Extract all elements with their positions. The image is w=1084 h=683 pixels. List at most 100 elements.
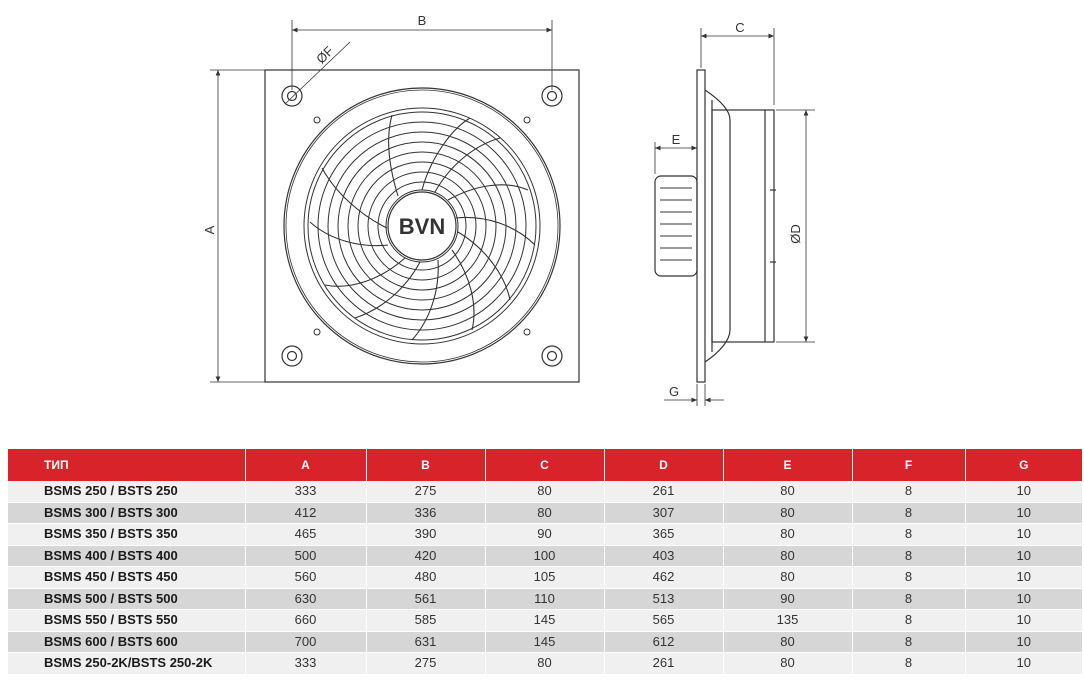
corner-holes [281,85,563,367]
cell-d: 462 [604,566,724,589]
side-plate [696,69,706,383]
header-f: F [852,449,966,481]
cell-g: 10 [965,523,1082,546]
cell-f: 8 [852,609,966,632]
cell-d: 261 [604,481,724,503]
dim-g-label: G [669,384,679,399]
cell-c: 80 [485,652,605,675]
dim-a [210,69,265,383]
dim-d-label: ØD [788,224,803,244]
cell-b: 631 [366,631,486,653]
cell-f: 8 [852,481,966,503]
cell-c: 110 [485,588,605,610]
cell-c: 145 [485,609,605,632]
cell-type: BSMS 400 / BSTS 400 [8,545,246,567]
cell-type: BSMS 300 / BSTS 300 [8,502,246,524]
cell-d: 612 [604,631,724,653]
table-header-row: ТИП A B C D E F G [8,449,1082,481]
cell-e: 135 [723,609,853,632]
dim-e [654,142,698,174]
cell-b: 420 [366,545,486,567]
cell-a: 700 [245,631,367,653]
cell-type: BSMS 500 / BSTS 500 [8,588,246,610]
table-row: BSMS 550 / BSTS 550 660 585 145 565 135 … [8,609,1082,632]
cell-d: 365 [604,523,724,546]
cell-type: BSMS 250 / BSTS 250 [8,481,246,503]
cell-c: 80 [485,481,605,503]
header-g: G [965,449,1082,481]
cell-a: 660 [245,609,367,632]
cell-b: 585 [366,609,486,632]
cell-g: 10 [965,566,1082,589]
cell-e: 80 [723,481,853,503]
header-d: D [604,449,724,481]
cell-b: 480 [366,566,486,589]
cell-e: 80 [723,545,853,567]
cell-a: 333 [245,652,367,675]
cell-f: 8 [852,566,966,589]
cell-c: 105 [485,566,605,589]
table-row: BSMS 400 / BSTS 400 500 420 100 403 80 8… [8,545,1082,567]
cell-type: BSMS 450 / BSTS 450 [8,566,246,589]
cell-d: 403 [604,545,724,567]
cell-f: 8 [852,502,966,524]
cell-e: 80 [723,566,853,589]
cell-a: 560 [245,566,367,589]
cell-type: BSMS 250-2K/BSTS 250-2K [8,652,246,675]
motor-fins [660,187,692,261]
cell-f: 8 [852,631,966,653]
cell-e: 80 [723,523,853,546]
dim-g [664,384,724,406]
dim-f [284,41,351,105]
cell-b: 336 [366,502,486,524]
cell-f: 8 [852,588,966,610]
dim-b [291,20,553,90]
dim-a-label: A [202,225,217,234]
table-row: BSMS 350 / BSTS 350 465 390 90 365 80 8 … [8,523,1082,546]
cell-g: 10 [965,609,1082,632]
table-row: BSMS 600 / BSTS 600 700 631 145 612 80 8… [8,631,1082,653]
front-view [264,69,580,383]
cell-d: 513 [604,588,724,610]
cell-type: BSMS 350 / BSTS 350 [8,523,246,546]
cell-e: 90 [723,588,853,610]
header-c: C [485,449,605,481]
cell-f: 8 [852,523,966,546]
plate-ring [283,87,561,365]
table-row: BSMS 300 / BSTS 300 412 336 80 307 80 8 … [8,502,1082,524]
cell-b: 390 [366,523,486,546]
fan-housing [711,109,775,343]
motor-body [654,175,698,277]
cell-type: BSMS 550 / BSTS 550 [8,609,246,632]
cell-g: 10 [965,502,1082,524]
spec-table: ТИП A B C D E F G BSMS 250 / BSTS 250 33… [8,449,1082,675]
cell-g: 10 [965,652,1082,675]
header-e: E [723,449,853,481]
cell-d: 565 [604,609,724,632]
cell-type: BSMS 600 / BSTS 600 [8,631,246,653]
cell-g: 10 [965,481,1082,503]
dim-e-label: E [672,132,681,147]
cell-c: 145 [485,631,605,653]
fan-hub [387,191,457,261]
cell-e: 80 [723,652,853,675]
logo-text: BVN [399,214,445,239]
cell-a: 630 [245,588,367,610]
cell-c: 80 [485,502,605,524]
cell-f: 8 [852,545,966,567]
cell-d: 307 [604,502,724,524]
mounting-plate [264,69,580,383]
header-type: ТИП [8,449,246,481]
header-a: A [245,449,367,481]
table-row: BSMS 450 / BSTS 450 560 480 105 462 80 8… [8,566,1082,589]
dim-b-label: B [418,13,427,28]
technical-drawing: BVN B A ØF [202,13,815,406]
cell-b: 561 [366,588,486,610]
cell-g: 10 [965,588,1082,610]
dim-d [776,109,815,343]
fan-guard [303,107,541,345]
ring-screws [313,116,531,336]
cell-e: 80 [723,631,853,653]
cell-a: 412 [245,502,367,524]
cell-c: 90 [485,523,605,546]
